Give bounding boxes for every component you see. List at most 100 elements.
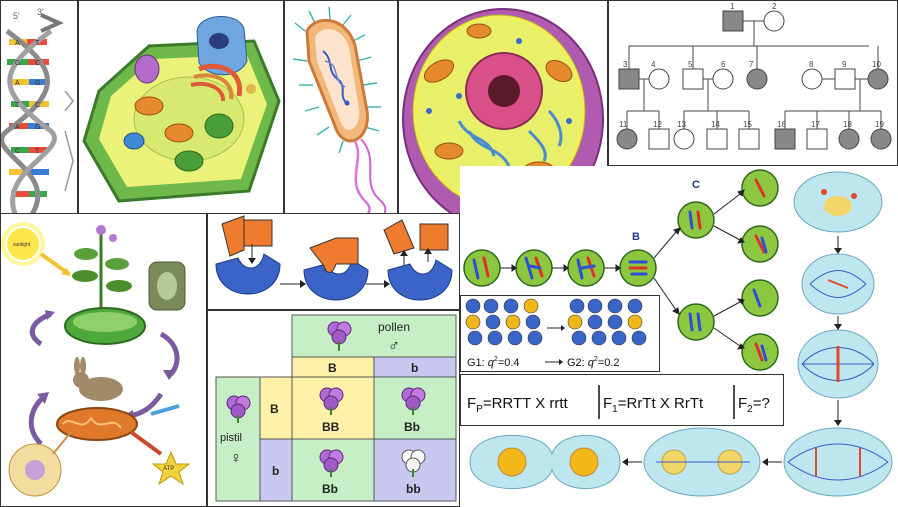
mitochondrion-icon	[56, 407, 138, 441]
pedigree-affected-female	[870, 128, 892, 150]
arrow-right-icon	[384, 280, 390, 288]
pedigree-female	[712, 68, 734, 90]
enzyme-icon	[215, 253, 281, 295]
atp-star-icon	[151, 450, 191, 486]
fp-equation: =RRTT X rrtt	[483, 395, 569, 412]
dna-label-5-prime: 5'	[13, 11, 20, 21]
bacterium-panel	[284, 0, 398, 215]
vesicle-icon	[134, 54, 256, 94]
chloroplast-icon	[64, 307, 146, 345]
dna-base: A	[15, 40, 20, 47]
dihybrid-cross-panel: FP=RRTT X rrtt F1=RrTt X RrTt F2=?	[460, 374, 784, 426]
pedigree-number: 6	[721, 60, 726, 69]
arrow-down-icon	[834, 420, 842, 426]
purple-flower-icon	[226, 395, 251, 423]
pedigree-number: 1	[730, 2, 735, 11]
plant-icon	[72, 225, 132, 309]
q-exponent: 2	[494, 356, 498, 363]
dna-base: T	[35, 40, 40, 47]
bacterium-illustration	[292, 6, 387, 214]
pedigree-number: 7	[749, 60, 754, 69]
dna-base: A	[15, 124, 20, 131]
pedigree-number: 2	[772, 2, 777, 11]
genotype-bb: bb	[406, 482, 421, 496]
dna-base: T	[15, 102, 20, 109]
row-label-b: b	[272, 464, 279, 478]
chromosomes	[472, 178, 768, 362]
arrow-right-icon	[559, 359, 563, 365]
energy-cycle-illustration: sunlight	[1, 222, 191, 497]
pedigree-number: 17	[811, 120, 820, 129]
arrow-left-icon	[622, 458, 628, 466]
meiosis-stage-b-label: B	[632, 231, 640, 243]
nucleus-icon	[465, 52, 543, 130]
pistil-label: pistil	[220, 432, 242, 444]
q-symbol: q	[488, 357, 495, 369]
cell-icon	[463, 249, 501, 287]
pedigree-number: 18	[843, 120, 852, 129]
pedigree-male	[806, 128, 828, 150]
sunlight-label: sunlight	[13, 242, 31, 248]
dna-base: C	[35, 102, 40, 109]
dna-base: C	[35, 60, 40, 67]
punnett-square: pollen ♂ B b pistil ♀ B b BB Bb Bb	[215, 314, 457, 502]
mitosis-cell-anaphase	[783, 427, 893, 497]
cycle-arrow-icon	[163, 370, 177, 380]
substrate-icon	[221, 215, 273, 257]
mitochondria-icon	[134, 96, 194, 143]
svg-text:G1: q2=0.4: G1: q2=0.4	[467, 356, 520, 369]
dna-base: T	[35, 148, 40, 155]
golgi-icon	[190, 63, 243, 102]
white-flower-icon	[401, 449, 426, 477]
dna-base: C	[15, 148, 20, 155]
cycle-arrow-icon	[45, 310, 55, 320]
row-label-B: B	[270, 402, 279, 416]
f2-equation: =?	[753, 395, 770, 412]
pedigree-numbers: 1 2 3 4 5 6 7 8 9 10 11 12 13 14 15 16 1…	[619, 2, 884, 129]
pedigree-chart: 1 2 3 4 5 6 7 8 9 10 11 12 13 14 15 16 1…	[616, 2, 892, 150]
svg-text:F2=?: F2=?	[738, 395, 770, 415]
male-symbol: ♂	[388, 338, 400, 355]
sun-icon	[1, 222, 45, 266]
pedigree-male	[738, 128, 760, 150]
dna-panel: 5' 3' A T G C A G T C A G C T	[0, 0, 78, 215]
pedigree-affected-female	[867, 68, 889, 90]
chloroplast-icon	[123, 113, 234, 172]
punnett-square-panel: pollen ♂ B b pistil ♀ B b BB Bb Bb	[207, 310, 460, 507]
purple-flower-icon	[319, 387, 344, 415]
arrow-right-icon	[300, 280, 306, 288]
cell-Bb-top	[373, 376, 457, 440]
fp-subscript: P	[476, 404, 483, 415]
pedigree-male	[706, 128, 728, 150]
pedigree-male	[648, 128, 670, 150]
allele-frequency-diagram: G1: q2=0.4 G2: q2=0.2	[465, 298, 647, 369]
output-arrow-icon	[129, 430, 163, 456]
pedigree-number: 10	[872, 60, 881, 69]
arrow-right-icon	[561, 325, 565, 331]
mitosis-cell-metaphase	[797, 329, 879, 399]
f1-label: F	[603, 395, 612, 412]
nucleus-icon	[196, 16, 248, 76]
dna-base-letters: A T G C A G T C A G C T	[15, 40, 40, 155]
dna-base: G	[35, 80, 40, 87]
pedigree-number: 5	[688, 60, 693, 69]
endoplasmic-reticulum-icon	[457, 109, 563, 167]
genotype-Bb: Bb	[404, 420, 420, 434]
input-arrow-icon	[150, 404, 180, 416]
f1-subscript: 1	[612, 404, 618, 415]
mitosis-cell-prophase	[793, 171, 883, 233]
dna-helix-illustration: 5' 3' A T G C A G T C A G C T	[1, 7, 74, 214]
svg-text:FP=RRTT X rrtt: FP=RRTT X rrtt	[467, 395, 569, 415]
plant-cell-panel	[78, 0, 284, 215]
pedigree-male	[682, 68, 704, 90]
genetic-drift-panel: G1: q2=0.4 G2: q2=0.2	[460, 295, 660, 372]
dna-label-3-prime: 3'	[37, 7, 44, 17]
f2-subscript: 2	[747, 404, 753, 415]
cell-icon	[677, 303, 715, 341]
pedigree-number: 4	[651, 60, 656, 69]
plant-cell-illustration	[82, 16, 281, 203]
meiosis-arrows	[500, 189, 745, 350]
pedigree-panel: 1 2 3 4 5 6 7 8 9 10 11 12 13 14 15 16 1…	[608, 0, 898, 166]
pedigree-affected-female	[616, 128, 638, 150]
dna-base: A	[15, 80, 20, 87]
